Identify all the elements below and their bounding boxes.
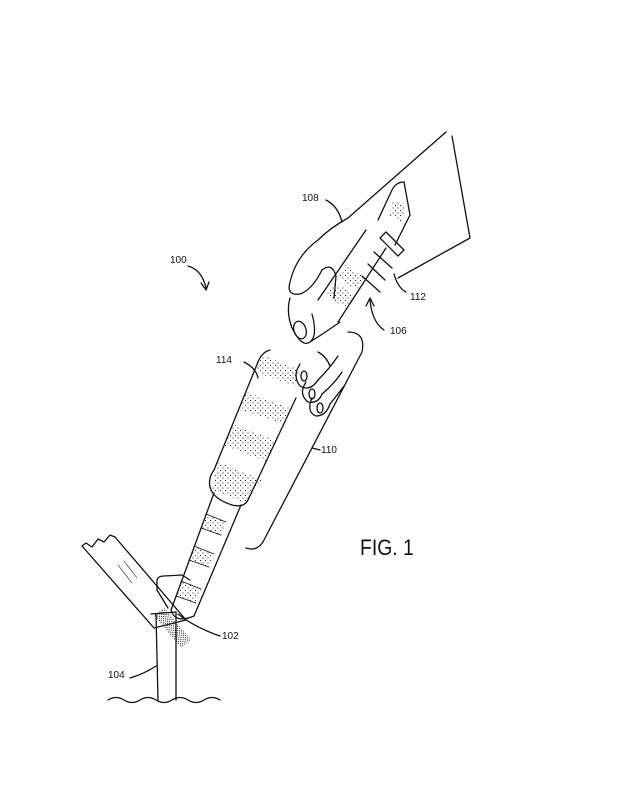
- label-strap-arrow: 106: [390, 327, 407, 337]
- pole-piece: [82, 535, 186, 628]
- ground-line: [108, 698, 220, 703]
- figure-title: FIG. 1: [360, 537, 414, 559]
- upper-shaft-tape: [326, 200, 405, 308]
- leader-114: [244, 362, 258, 378]
- label-bottom-end: 102: [222, 632, 239, 642]
- label-grip: 114: [216, 356, 232, 366]
- label-assembly: 100: [170, 256, 187, 266]
- leader-106: [370, 300, 384, 330]
- leader-104: [130, 666, 156, 678]
- grip-stipple: [212, 355, 300, 503]
- label-bracket: 110: [321, 446, 337, 456]
- leader-108: [326, 200, 342, 222]
- leader-100: [188, 266, 206, 288]
- label-strap: 112: [410, 293, 426, 303]
- label-arm: 108: [302, 194, 319, 204]
- label-ground-post: 104: [108, 671, 125, 681]
